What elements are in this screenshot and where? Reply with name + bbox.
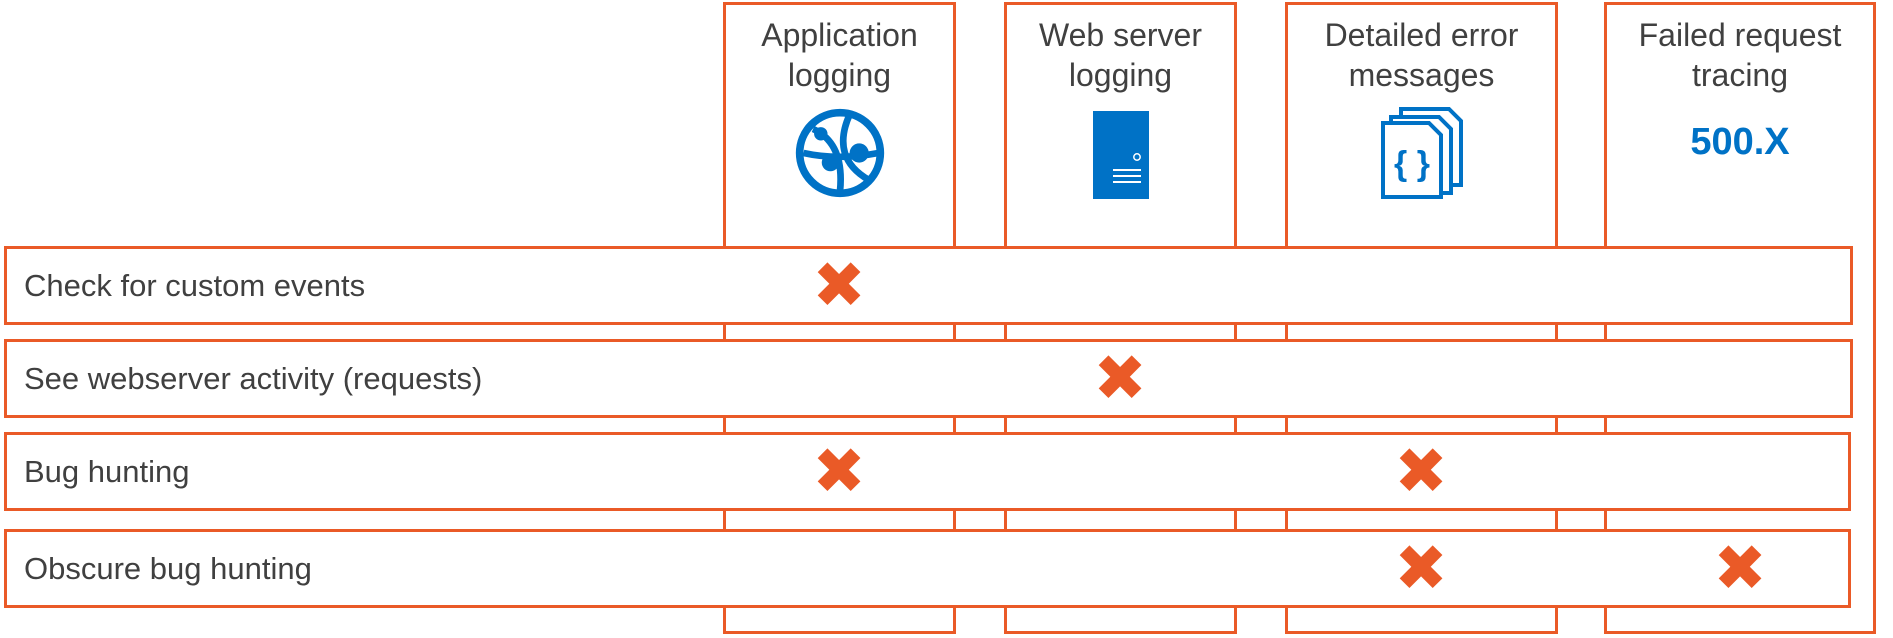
status-code-text: 500.X — [1690, 121, 1790, 163]
x-mark-icon: ✖ — [812, 249, 866, 321]
column-title: Detailed error messages — [1324, 17, 1519, 93]
globe-network-icon — [726, 105, 953, 205]
row-label: Check for custom events — [24, 267, 366, 303]
column-title: Failed request tracing — [1638, 17, 1842, 93]
row-label: Obscure bug hunting — [24, 550, 312, 586]
x-mark-icon: ✖ — [1713, 532, 1767, 604]
x-mark-icon: ✖ — [1093, 342, 1147, 414]
x-mark-icon: ✖ — [1394, 435, 1448, 507]
row-label: See webserver activity (requests) — [24, 360, 483, 396]
row-label: Bug hunting — [24, 453, 190, 489]
row-obscure-bug-hunting: Obscure bug hunting — [4, 529, 1851, 608]
x-mark-icon: ✖ — [1394, 532, 1448, 604]
row-check-for-custom-events: Check for custom events — [4, 246, 1853, 325]
status-code-label: 500.X — [1607, 105, 1873, 205]
column-title: Web server logging — [1038, 17, 1202, 93]
row-bug-hunting: Bug hunting — [4, 432, 1851, 511]
json-documents-icon: { } — [1288, 105, 1555, 205]
server-icon — [1007, 105, 1234, 205]
column-title: Application logging — [761, 17, 918, 93]
svg-text:{ }: { } — [1394, 145, 1430, 183]
row-see-webserver-activity: See webserver activity (requests) — [4, 339, 1853, 418]
x-mark-icon: ✖ — [812, 435, 866, 507]
